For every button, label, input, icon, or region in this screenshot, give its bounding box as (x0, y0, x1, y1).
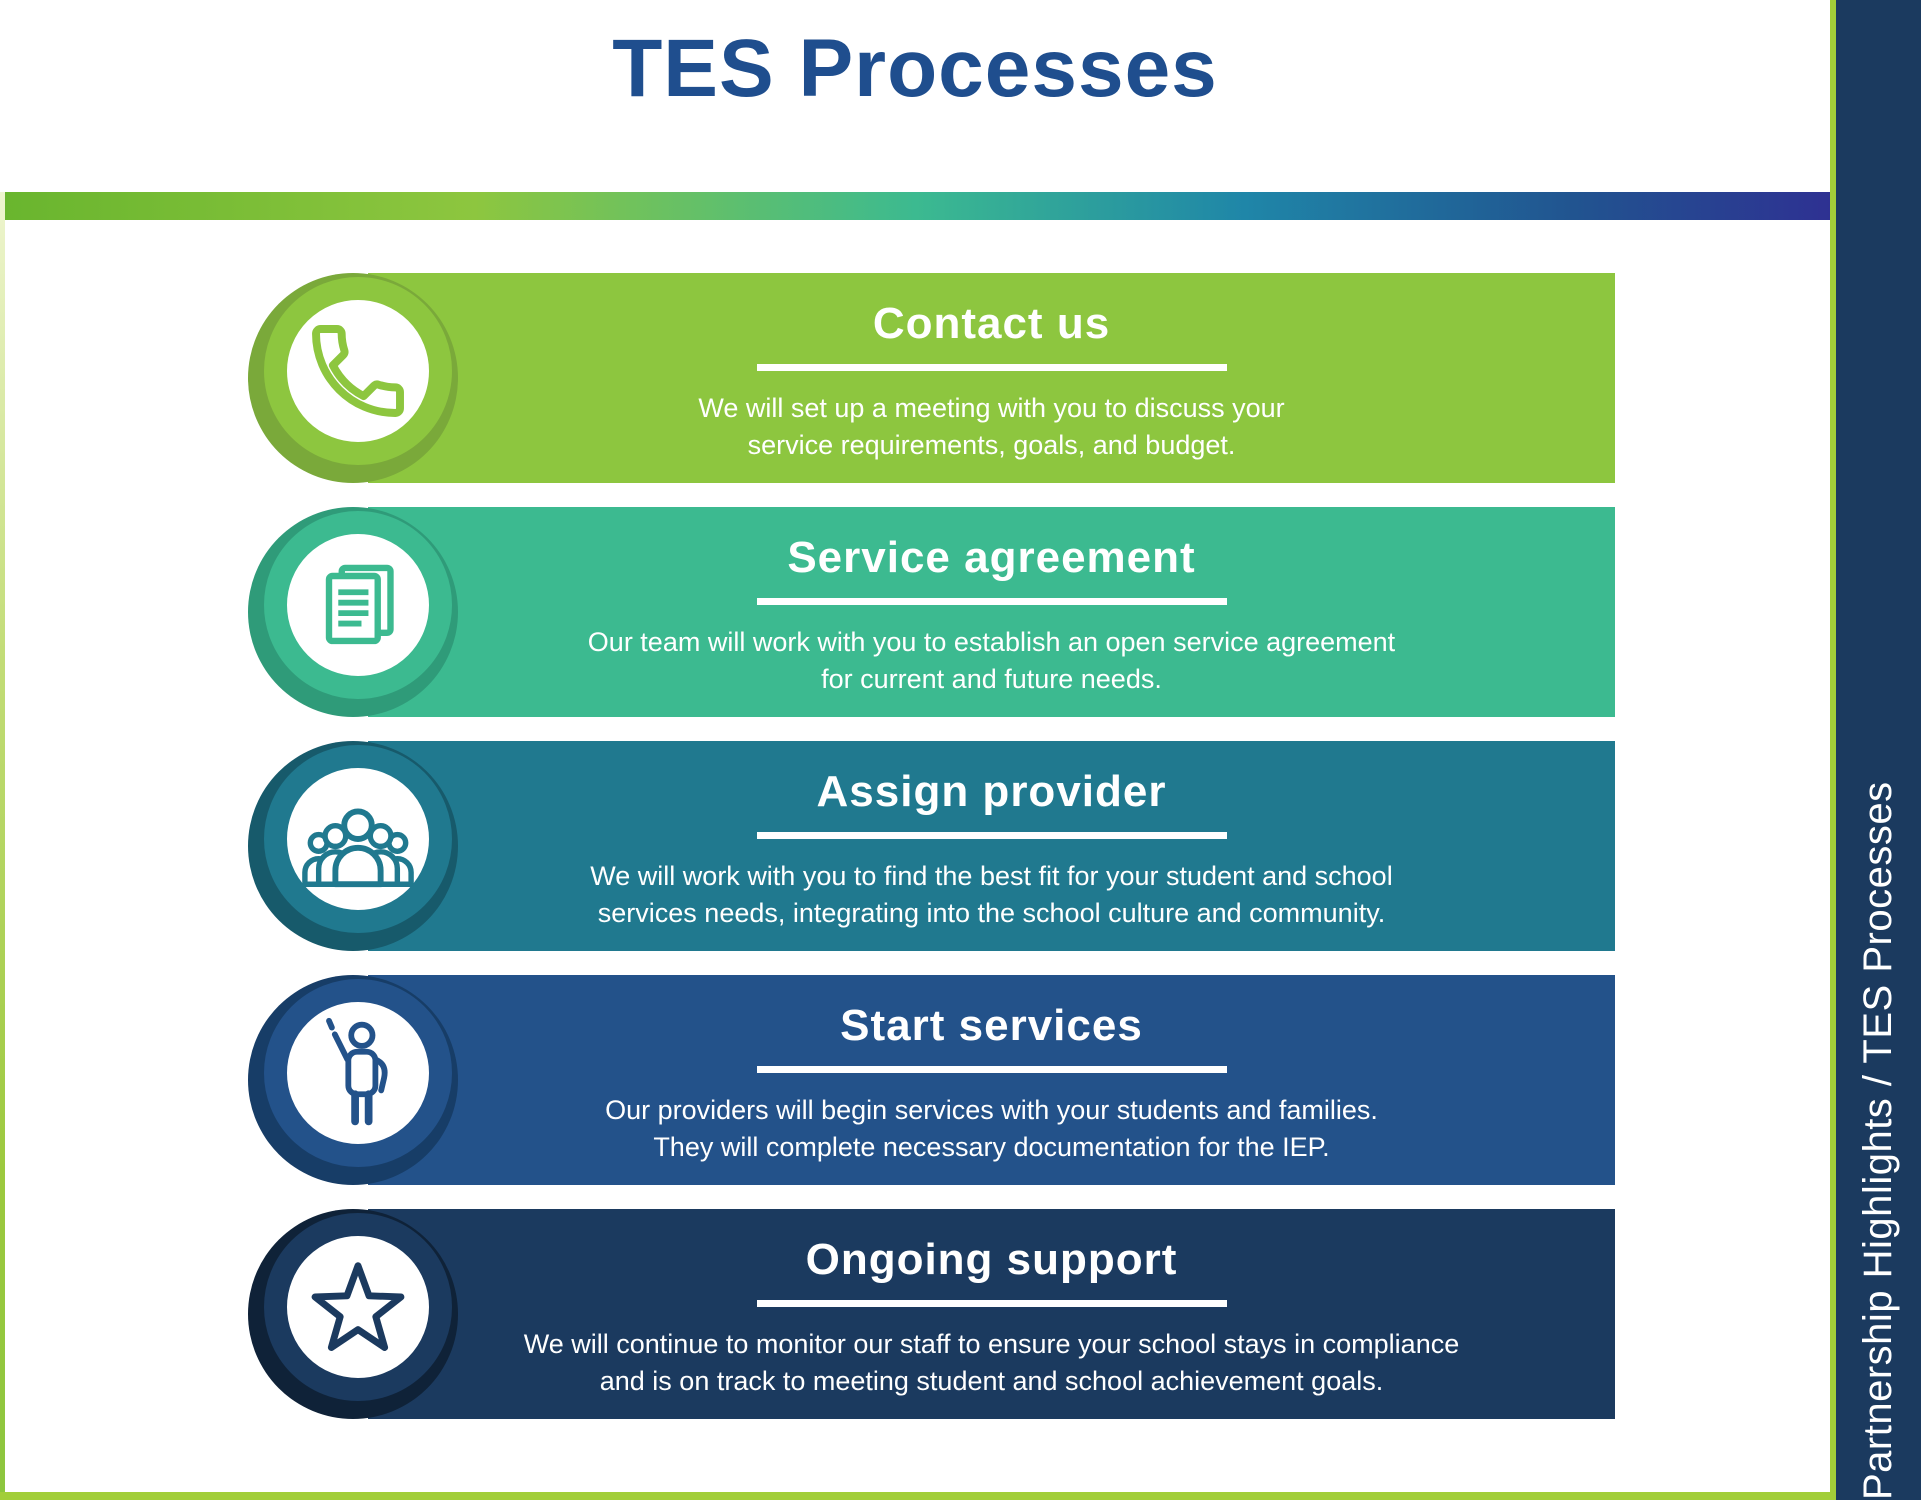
step-title-underline (756, 1066, 1227, 1073)
icon-ring (264, 511, 452, 699)
step-title-underline (756, 364, 1227, 371)
icon-ring (264, 1213, 452, 1401)
step-band: Ongoing support We will continue to moni… (368, 1209, 1615, 1419)
step-title-underline (756, 1300, 1227, 1307)
people-group-icon (302, 808, 414, 888)
step-title-underline (756, 598, 1227, 605)
step-description: We will continue to monitor our staff to… (523, 1329, 1460, 1396)
step-icon-medallion (248, 975, 458, 1185)
documents-icon (325, 564, 394, 645)
step-title-underline (756, 832, 1227, 839)
left-accent-line (0, 192, 5, 1500)
sidebar: Partnership Highlights / TES Processes (1836, 0, 1921, 1500)
step-title: Assign provider (816, 767, 1167, 816)
icon-ring (264, 277, 452, 465)
sidebar-label: Partnership Highlights / TES Processes (1856, 781, 1900, 1500)
bottom-accent-line (0, 1492, 1830, 1500)
step-description: We will set up a meeting with you to dis… (698, 393, 1285, 460)
step-band: Service agreement Our team will work wit… (368, 507, 1615, 717)
step-icon-medallion (248, 1209, 458, 1419)
process-step: Start services Our providers will begin … (248, 975, 1615, 1185)
process-step: Service agreement Our team will work wit… (248, 507, 1615, 717)
step-description: Our providers will begin services with y… (605, 1095, 1378, 1162)
process-step: Assign provider We will work with you to… (248, 741, 1615, 951)
step-band: Contact us We will set up a meeting with… (368, 273, 1615, 483)
icon-ring (264, 745, 452, 933)
step-title: Ongoing support (805, 1235, 1178, 1284)
page-title: TES Processes (612, 23, 1218, 114)
step-band: Start services Our providers will begin … (368, 975, 1615, 1185)
person-waving-icon (326, 1017, 388, 1126)
step-icon-medallion (248, 507, 458, 717)
step-band: Assign provider We will work with you to… (368, 741, 1615, 951)
icon-ring (264, 979, 452, 1167)
step-title: Service agreement (787, 533, 1196, 582)
process-step: Contact us We will set up a meeting with… (248, 273, 1615, 483)
star-icon (311, 1262, 405, 1351)
step-icon-medallion (248, 273, 458, 483)
sidebar-accent-line (1830, 0, 1836, 1500)
phone-icon (312, 325, 404, 417)
step-title: Start services (840, 1001, 1143, 1050)
step-title: Contact us (872, 299, 1111, 348)
process-step: Ongoing support We will continue to moni… (248, 1209, 1615, 1419)
step-icon-medallion (248, 741, 458, 951)
step-description: Our team will work with you to establish… (587, 627, 1396, 694)
gradient-divider-bar (0, 192, 1830, 220)
step-description: We will work with you to find the best f… (590, 861, 1393, 928)
